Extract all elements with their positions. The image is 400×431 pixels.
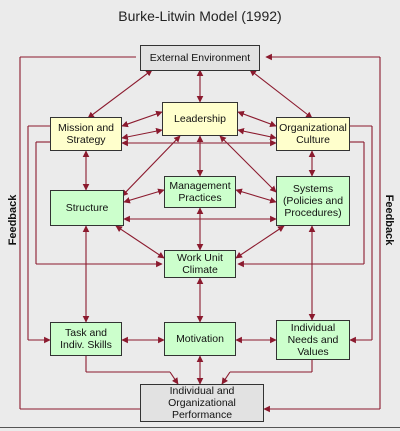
box-structure: Structure: [50, 190, 124, 226]
box-individual-needs: Individual Needs and Values: [276, 320, 350, 360]
box-organizational-culture: Organizational Culture: [276, 117, 350, 151]
arrow-management-systems: [235, 188, 277, 204]
arrow-mission-leadership: [121, 110, 163, 128]
box-performance: Individual and Organizational Performanc…: [140, 384, 264, 422]
arrow-leadership-culture-low: [237, 127, 277, 141]
feedback-label-left: Feedback: [7, 194, 19, 246]
feedback-label-right: Feedback: [383, 194, 395, 246]
bottom-divider: [0, 427, 400, 428]
box-external-environment: External Environment: [140, 45, 260, 71]
diagram-title: Burke-Litwin Model (1992): [118, 8, 282, 24]
arrow-leadership-structure: [121, 135, 181, 197]
arrow-leadership-mission-low: [121, 127, 163, 141]
arrow-leadership-culture: [237, 110, 277, 128]
arrow-leadership-systems: [219, 135, 277, 193]
box-leadership: Leadership: [162, 102, 238, 136]
arrow-structure-climate: [115, 225, 165, 259]
arrow-task-performance: [169, 371, 179, 385]
arrow-needs-performance: [221, 371, 231, 385]
box-motivation: Motivation: [164, 322, 236, 356]
box-work-unit-climate: Work Unit Climate: [164, 250, 236, 278]
box-systems: Systems (Policies and Procedures): [276, 176, 350, 226]
arrow-systems-climate: [235, 225, 285, 259]
arrow-structure-management: [123, 188, 165, 204]
box-mission-strategy: Mission and Strategy: [50, 117, 122, 151]
arrow-ext-culture: [249, 69, 313, 119]
box-management-practices: Management Practices: [164, 176, 236, 208]
arrow-ext-mission: [87, 69, 153, 119]
box-task-skills: Task and Indiv. Skills: [50, 322, 122, 356]
